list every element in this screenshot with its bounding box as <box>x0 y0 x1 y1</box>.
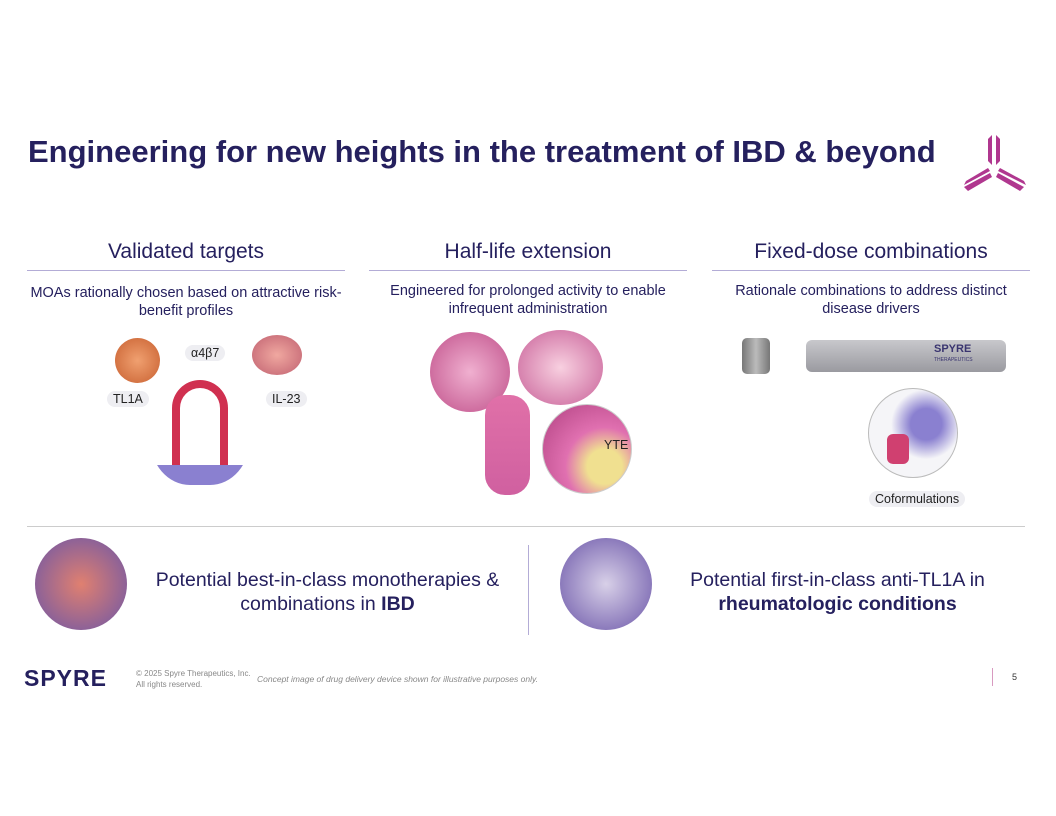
disclaimer: Concept image of drug delivery device sh… <box>257 674 538 684</box>
col-description: Rationale combinations to address distin… <box>735 283 1007 317</box>
yte-zoom-circle <box>542 404 632 494</box>
label-tl1a: TL1A <box>107 391 149 407</box>
label-yte: YTE <box>604 438 629 452</box>
col-description: Engineered for prolonged activity to ena… <box>390 283 666 317</box>
label-il23: IL-23 <box>266 391 307 407</box>
rheum-statement: Potential first-in-class anti-TL1A in rh… <box>690 569 985 615</box>
tl1a-protein-image <box>115 338 160 383</box>
page-number: 5 <box>1012 672 1018 682</box>
col-heading-fixed-dose: Fixed-dose combinations <box>754 240 988 263</box>
copyright: © 2025 Spyre Therapeutics, Inc.All right… <box>136 669 251 689</box>
il23-protein-image <box>252 335 302 375</box>
ibd-statement: Potential best-in-class monotherapies & … <box>155 569 500 615</box>
divider <box>27 270 345 271</box>
divider <box>712 270 1030 271</box>
antibody-fc-image <box>485 395 530 495</box>
section-divider <box>27 526 1025 527</box>
slide-title: Engineering for new heights in the treat… <box>28 134 936 169</box>
label-coformulations: Coformulations <box>869 491 966 507</box>
footer-logo: SPYRE <box>24 665 107 691</box>
spine-pelvis-image <box>560 538 652 630</box>
coformulation-zoom-circle <box>868 388 958 478</box>
col-heading-validated-targets: Validated targets <box>107 240 265 263</box>
antibody-arm-image <box>518 330 603 405</box>
page-divider <box>992 668 993 686</box>
device-brand: SPYRE <box>934 343 972 355</box>
col-description: MOAs rationally chosen based on attracti… <box>30 285 342 319</box>
a4b7-integrin-image <box>150 370 250 485</box>
vertical-divider <box>528 545 529 635</box>
intestine-image <box>35 538 127 630</box>
device-sub: THERAPEUTICS <box>934 357 973 363</box>
spyre-logo-mark-icon <box>964 135 1026 191</box>
drug-delivery-device-image: SPYRE THERAPEUTICS <box>806 340 1006 372</box>
col-heading-half-life: Half-life extension <box>444 240 612 263</box>
divider <box>369 270 687 271</box>
label-a4b7: α4β7 <box>185 345 226 361</box>
device-cap-image <box>742 338 770 374</box>
